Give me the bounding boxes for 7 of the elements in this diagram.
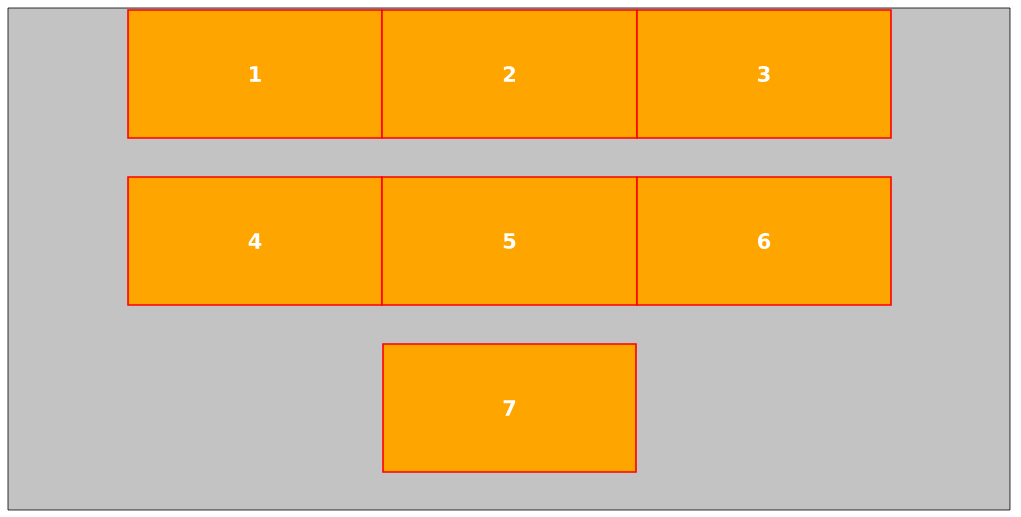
numbered-box: 3 bbox=[636, 9, 892, 139]
numbered-box: 1 bbox=[127, 9, 383, 139]
numbered-box: 5 bbox=[381, 176, 638, 306]
numbered-box: 2 bbox=[381, 9, 638, 139]
numbered-box: 7 bbox=[382, 343, 637, 473]
numbered-box: 4 bbox=[127, 176, 383, 306]
numbered-box: 6 bbox=[636, 176, 892, 306]
